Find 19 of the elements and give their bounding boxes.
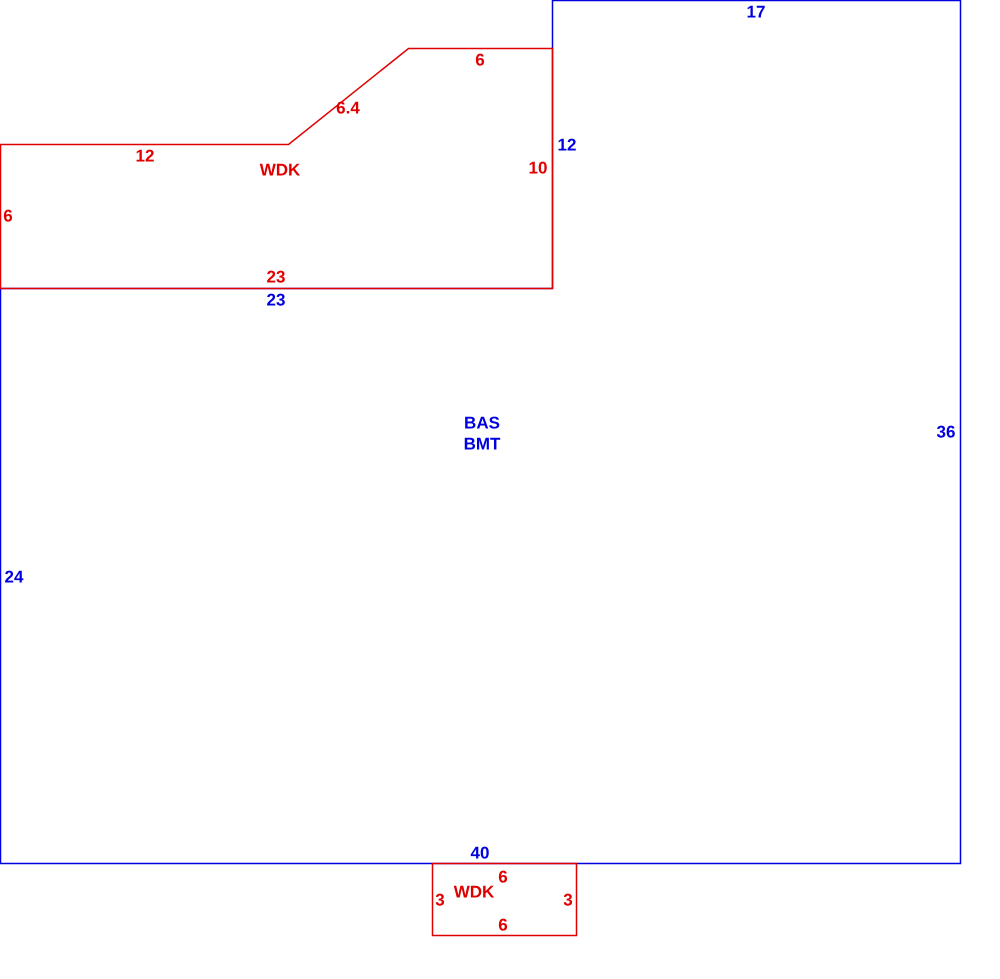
dimension-label: 6 [3,208,13,224]
area-code: WDK [260,162,300,178]
dimension-label: 3 [435,892,445,908]
dimension-label: 6 [475,52,485,68]
dimension-label: 24 [4,568,24,586]
area-code: BMT [464,436,500,452]
dimension-label: 12 [558,136,576,154]
dimension-label: 12 [136,148,154,164]
dimension-label: 40 [470,844,490,862]
dimension-label: 6 [498,868,508,886]
dimension-label: 6 [498,916,508,934]
dimension-label: 17 [746,4,766,20]
dimension-label: 36 [936,424,956,440]
area-code: BAS [464,414,500,432]
dimension-label: 3 [563,892,573,908]
dimension-label: 10 [528,160,548,176]
area-code: WDK [454,884,494,900]
dimension-label: 23 [266,292,286,308]
dimension-label: 23 [266,268,286,286]
